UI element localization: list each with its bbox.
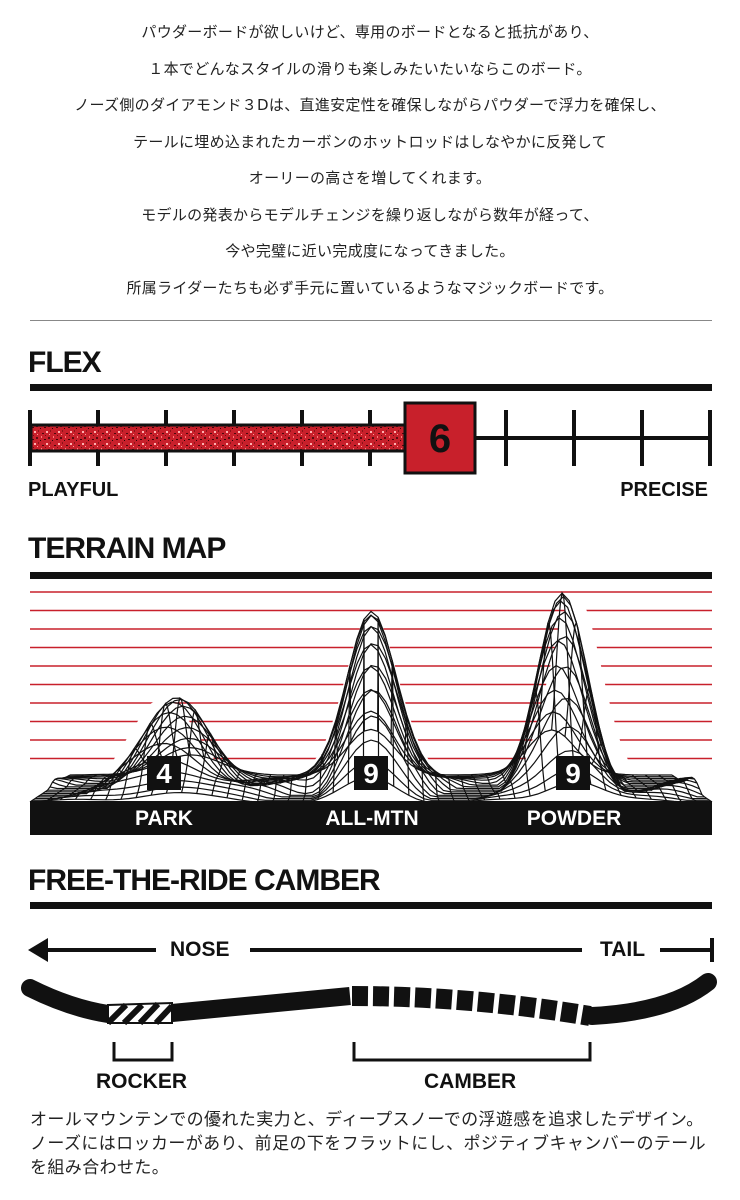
terrain-mesh-col bbox=[211, 756, 232, 796]
terrain-mesh-col bbox=[74, 773, 111, 800]
terrain-mesh-col bbox=[605, 769, 637, 799]
flex-rule bbox=[30, 384, 712, 391]
tail-label: TAIL bbox=[600, 938, 646, 961]
terrain-mesh-col bbox=[59, 773, 98, 801]
terrain-score: 4 bbox=[156, 758, 172, 789]
terrain-label-powder: POWDER bbox=[526, 807, 622, 830]
terrain-mesh-col bbox=[317, 753, 325, 800]
intro-line: ノーズ側のダイアモンド３Dは、直進安定性を確保しながらパウダーで浮力を確保し、 bbox=[74, 96, 666, 114]
terrain-mesh-col bbox=[377, 617, 380, 779]
camber-label: CAMBER bbox=[424, 1070, 517, 1093]
section-divider bbox=[30, 320, 712, 321]
terrain-mesh-col bbox=[256, 774, 272, 803]
terrain-mesh-col bbox=[524, 687, 546, 792]
terrain-mesh-row bbox=[42, 664, 700, 795]
board-flat-section bbox=[171, 987, 351, 1022]
nose-label: NOSE bbox=[170, 938, 230, 961]
board-camber-section bbox=[351, 986, 592, 1026]
camber-heading: FREE-THE-RIDE CAMBER bbox=[28, 864, 381, 897]
terrain-mesh-col bbox=[658, 774, 698, 803]
intro-line: オーリーの高さを増してくれます。 bbox=[248, 169, 492, 187]
terrain-mesh-col bbox=[271, 774, 285, 803]
intro-line: 今や完璧に近い完成度になってきました。 bbox=[225, 242, 515, 260]
terrain-score-badges: 4 9 9 bbox=[147, 756, 590, 790]
intro-line: パウダーボードが欲しいけど、専用のボードとなると抵抗があり、 bbox=[141, 23, 599, 41]
terrain-map-graphic: 4 9 9 bbox=[29, 591, 713, 803]
camber-profile-graphic bbox=[21, 938, 717, 1062]
terrain-mesh-col bbox=[430, 769, 440, 803]
terrain-mesh-col bbox=[551, 591, 577, 782]
rocker-label: ROCKER bbox=[96, 1070, 188, 1093]
intro-line: テールに埋め込まれたカーボンのホットロッドはしなやかに反発して bbox=[133, 132, 607, 151]
intro-line: モデルの発表からモデルチェンジを繰り返しながら数年が経って、 bbox=[141, 205, 599, 224]
terrain-mesh-col bbox=[120, 748, 151, 800]
terrain-mesh-col bbox=[671, 774, 713, 803]
terrain-score: 9 bbox=[363, 758, 379, 789]
terrain-score-badge bbox=[147, 756, 181, 790]
terrain-mesh-row bbox=[47, 610, 695, 791]
flex-fill-bar bbox=[29, 423, 440, 453]
terrain-mesh-col bbox=[470, 774, 486, 801]
flex-value: 6 bbox=[429, 417, 451, 461]
terrain-mesh-col bbox=[362, 619, 365, 778]
terrain-mesh-col bbox=[591, 743, 622, 796]
terrain-mesh-col bbox=[287, 774, 298, 803]
flex-scale: 6 bbox=[28, 401, 712, 475]
flex-right-label: PRECISE bbox=[620, 479, 708, 501]
camber-description: オールマウンテンでの優れた実力と、ディープスノーでの浮遊感を追求したデザイン。ノ… bbox=[30, 1110, 707, 1178]
flex-heading: FLEX bbox=[28, 346, 102, 379]
flex-left-label: PLAYFUL bbox=[28, 479, 119, 501]
terrain-mesh-col bbox=[444, 774, 455, 803]
terrain-mesh-col bbox=[302, 770, 312, 803]
intro-line: 所属ライダーたちも必ず手元に置いているようなマジックボードです。 bbox=[126, 278, 614, 297]
terrain-heading: TERRAIN MAP bbox=[28, 532, 226, 565]
intro-text: パウダーボードが欲しいけど、専用のボードとなると抵抗があり、 １本でどんなスタイ… bbox=[0, 14, 740, 306]
terrain-mesh-col bbox=[196, 732, 218, 794]
terrain-mesh-col bbox=[90, 772, 124, 800]
board-nose bbox=[21, 979, 117, 1023]
terrain-mesh-col bbox=[631, 774, 668, 801]
terrain-mesh-col bbox=[644, 774, 683, 803]
rocker-bracket bbox=[112, 1042, 174, 1062]
intro-line: １本でどんなスタイルの滑りも楽しみたいたいならこのボード。 bbox=[148, 59, 592, 78]
terrain-mesh-col bbox=[457, 774, 471, 802]
terrain-mesh-col bbox=[510, 747, 531, 797]
terrain-mesh-col bbox=[29, 774, 71, 803]
terrain-mesh-row bbox=[67, 710, 675, 778]
terrain-label-allmtn: ALL-MTN bbox=[325, 807, 419, 830]
terrain-label-bar bbox=[30, 801, 712, 835]
camber-rule bbox=[30, 902, 712, 909]
terrain-mesh-col bbox=[484, 773, 501, 800]
terrain-mesh-col bbox=[417, 751, 425, 802]
terrain-mesh-col bbox=[181, 709, 205, 793]
terrain-score-badge bbox=[556, 756, 590, 790]
terrain-mesh-col bbox=[241, 772, 258, 801]
terrain-mesh-col bbox=[403, 714, 410, 796]
terrain-mesh-col bbox=[537, 622, 561, 785]
terrain-score: 9 bbox=[565, 758, 581, 789]
terrain-mesh-col bbox=[577, 687, 607, 791]
nose-arrow-icon bbox=[28, 938, 48, 962]
board-rocker-section bbox=[105, 1001, 175, 1026]
terrain-mesh bbox=[29, 591, 713, 803]
terrain-mesh-row bbox=[64, 688, 677, 779]
terrain-mesh-col bbox=[564, 620, 592, 785]
terrain-mesh-col bbox=[618, 773, 652, 800]
terrain-label-park: PARK bbox=[135, 807, 193, 830]
terrain-mesh-col bbox=[45, 774, 84, 802]
terrain-mesh-col bbox=[105, 769, 137, 801]
terrain-mesh-row bbox=[49, 595, 693, 790]
terrain-mesh-col bbox=[497, 770, 516, 799]
flex-value-marker bbox=[403, 401, 477, 475]
terrain-mesh-col bbox=[347, 665, 352, 785]
terrain-score-badge bbox=[354, 756, 388, 790]
terrain-mesh-col bbox=[390, 660, 395, 787]
terrain-mesh-col bbox=[226, 769, 244, 798]
board-tail bbox=[583, 973, 717, 1025]
terrain-rule bbox=[30, 572, 712, 579]
terrain-mesh-col bbox=[332, 720, 339, 793]
camber-bracket bbox=[352, 1042, 592, 1062]
